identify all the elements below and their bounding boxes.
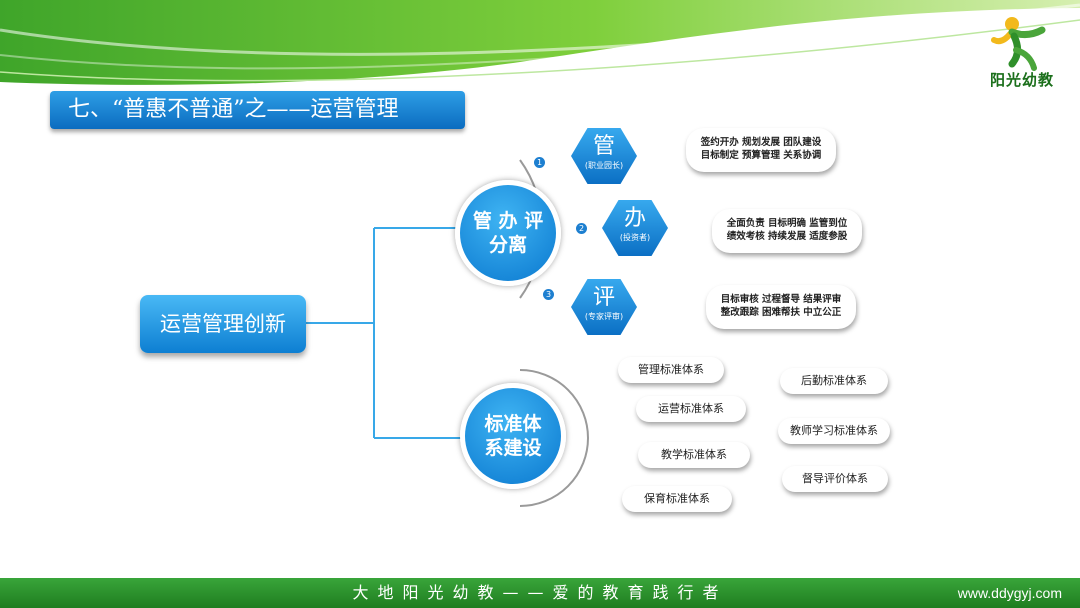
branch-label-line2: 分离	[473, 233, 543, 257]
branch-label-line1: 管 办 评	[473, 209, 543, 233]
standard-item: 督导评价体系	[782, 466, 888, 492]
number-marker: 2	[576, 223, 587, 234]
standard-item: 教学标准体系	[638, 442, 750, 468]
footer-slogan: 大地阳光幼教——爱的教育践行者	[260, 578, 820, 608]
role-subtitle: (投资者)	[602, 232, 668, 244]
footer-url: www.ddygyj.com	[958, 578, 1062, 608]
standard-item: 运营标准体系	[636, 396, 746, 422]
branch-node-standards: 标准体 系建设	[460, 383, 566, 489]
standard-item: 管理标准体系	[618, 357, 724, 383]
role-desc-line1: 全面负责 目标明确 监管到位	[712, 217, 862, 230]
role-desc-line1: 签约开办 规划发展 团队建设	[686, 136, 836, 149]
standard-item: 保育标准体系	[622, 486, 732, 512]
role-subtitle: (专家评审)	[571, 311, 637, 323]
role-desc-line2: 绩效考核 持续发展 适度参股	[712, 230, 862, 243]
role-desc-line1: 目标审核 过程督导 结果评审	[706, 293, 856, 306]
number-marker: 3	[543, 289, 554, 300]
role-description-pill: 目标审核 过程督导 结果评审 整改跟踪 困难帮扶 中立公正	[706, 285, 856, 329]
number-marker: 1	[534, 157, 545, 168]
footer-bar: 大地阳光幼教——爱的教育践行者 www.ddygyj.com	[0, 578, 1080, 608]
standard-item: 教师学习标准体系	[778, 418, 890, 444]
role-description-pill: 签约开办 规划发展 团队建设 目标制定 预算管理 关系协调	[686, 128, 836, 172]
role-desc-line2: 目标制定 预算管理 关系协调	[686, 149, 836, 162]
role-desc-line2: 整改跟踪 困难帮扶 中立公正	[706, 306, 856, 319]
root-node: 运营管理创新	[140, 295, 306, 353]
role-subtitle: (职业园长)	[571, 160, 637, 172]
branch-label-line2: 系建设	[484, 436, 541, 460]
role-description-pill: 全面负责 目标明确 监管到位 绩效考核 持续发展 适度参股	[712, 209, 862, 253]
standard-item: 后勤标准体系	[780, 368, 888, 394]
branch-label-line1: 标准体	[484, 412, 541, 436]
branch-node-separation: 管 办 评 分离	[455, 180, 561, 286]
